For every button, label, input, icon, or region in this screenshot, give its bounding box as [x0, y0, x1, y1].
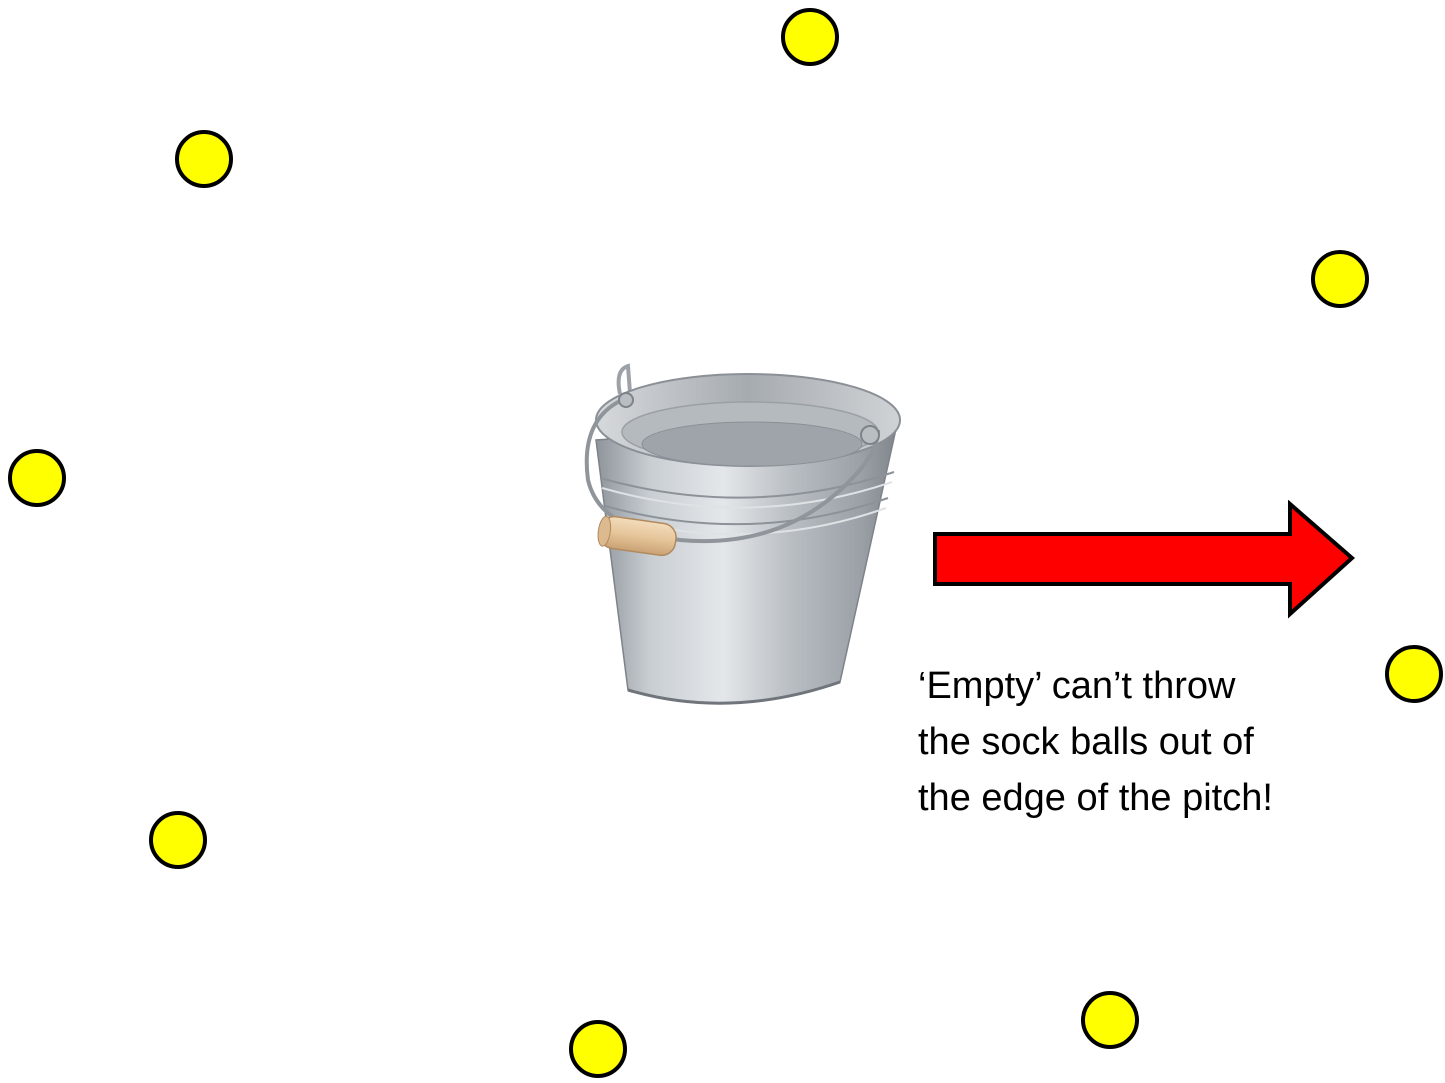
sock-ball[interactable] [175, 130, 233, 188]
sock-ball[interactable] [8, 449, 66, 507]
metal-bucket-icon[interactable] [560, 360, 905, 750]
sock-ball[interactable] [1081, 991, 1139, 1049]
arrow-right-icon [930, 500, 1360, 620]
sock-ball[interactable] [1311, 250, 1369, 308]
caption-line: ‘Empty’ can’t throw [918, 658, 1358, 714]
sock-ball[interactable] [149, 811, 207, 869]
sock-ball[interactable] [1385, 645, 1443, 703]
sock-ball[interactable] [781, 8, 839, 66]
caption-line: the edge of the pitch! [918, 770, 1358, 826]
caption: ‘Empty’ can’t throw the sock balls out o… [918, 658, 1358, 826]
caption-line: the sock balls out of [918, 714, 1358, 770]
sock-ball[interactable] [569, 1020, 627, 1078]
